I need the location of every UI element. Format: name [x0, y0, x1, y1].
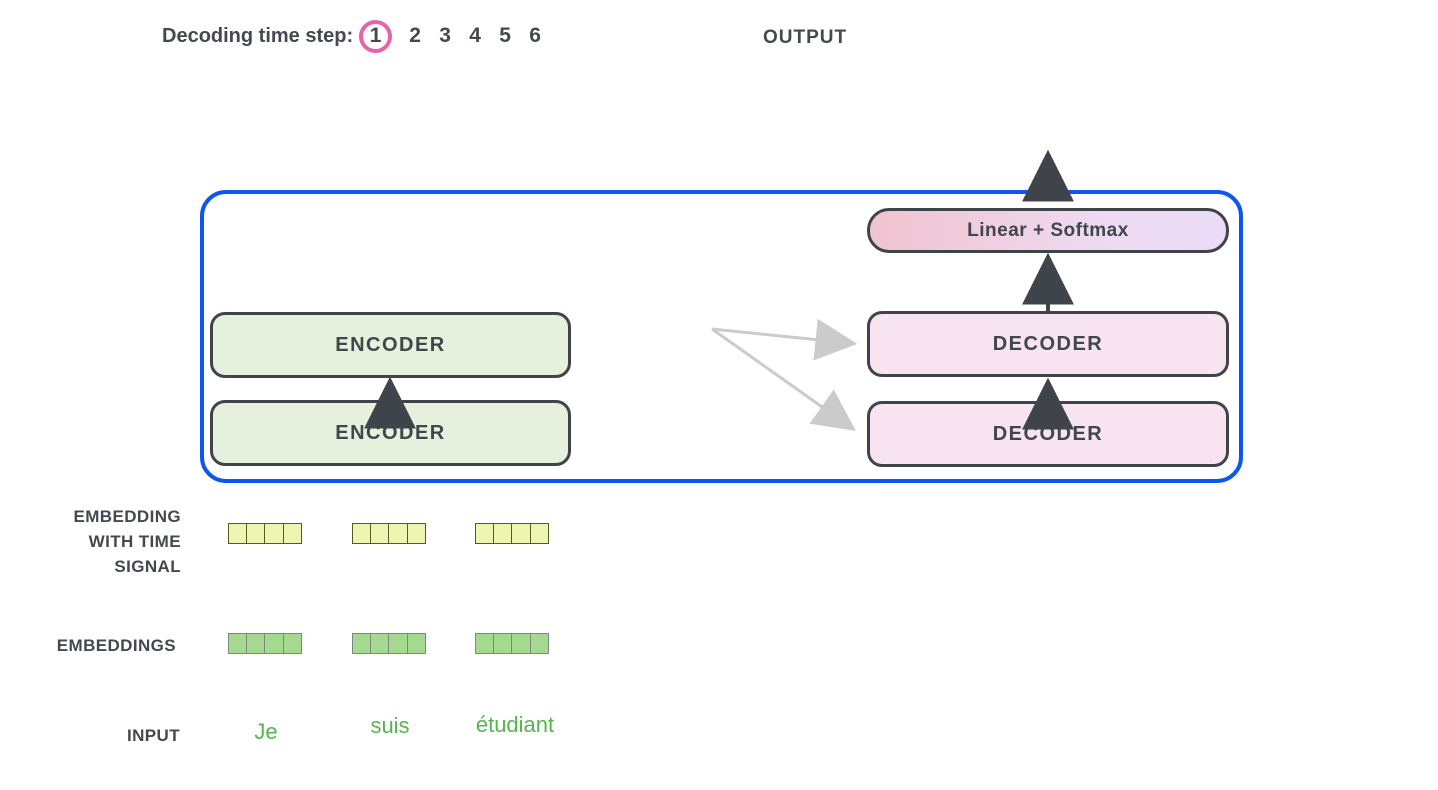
vector-cell	[264, 633, 285, 654]
step-number-3: 3	[439, 24, 451, 47]
input-word-etudiant: étudiant	[475, 712, 555, 737]
embedding-vector-1	[228, 633, 303, 654]
vector-cell	[493, 523, 513, 544]
vector-cell	[370, 633, 390, 654]
embedding-vector-3	[475, 633, 550, 654]
step-number-2: 2	[409, 24, 421, 47]
vector-cell	[388, 523, 409, 544]
vector-cell	[511, 523, 532, 544]
vector-cell	[529, 633, 550, 654]
encoder-block-bottom: ENCODER	[210, 400, 571, 466]
vector-cell	[406, 633, 427, 654]
decoding-step-indicator: Decoding time step: 1 2 3 4 5 6	[162, 16, 550, 56]
vector-cell	[282, 633, 303, 654]
encoder-block-top: ENCODER	[210, 312, 571, 378]
vector-cell	[246, 633, 266, 654]
vector-cell	[406, 523, 427, 544]
active-step-circle: 1	[359, 19, 393, 53]
embedding-vector-2	[352, 633, 427, 654]
step-number-4: 4	[469, 24, 481, 47]
decoder-block-bottom: DECODER	[867, 401, 1229, 467]
embedding-time-line-3: SIGNAL	[114, 557, 181, 576]
linear-softmax-block: Linear + Softmax	[867, 208, 1229, 253]
step-number-5: 5	[499, 24, 511, 47]
input-word-je: Je	[254, 719, 278, 744]
decoder-block-top: DECODER	[867, 311, 1229, 377]
time-signal-vector-1	[228, 523, 303, 544]
vector-cell	[282, 523, 303, 544]
vector-cell	[228, 523, 248, 544]
vector-cell	[352, 523, 372, 544]
vector-cell	[246, 523, 266, 544]
input-word-suis: suis	[370, 713, 410, 738]
time-signal-vector-2	[352, 523, 427, 544]
time-signal-vector-3	[475, 523, 550, 544]
decoding-step-label: Decoding time step:	[162, 24, 354, 47]
vector-cell	[352, 633, 372, 654]
embedding-time-line-1: EMBEDDING	[73, 507, 181, 526]
vector-cell	[228, 633, 248, 654]
step-number-1: 1	[369, 24, 382, 47]
vector-cell	[529, 523, 550, 544]
vector-cell	[370, 523, 390, 544]
vector-cell	[493, 633, 513, 654]
vector-cell	[511, 633, 532, 654]
vector-cell	[388, 633, 409, 654]
vector-cell	[475, 523, 495, 544]
vector-cell	[475, 633, 495, 654]
embedding-with-time-signal-label: EMBEDDING WITH TIME SIGNAL	[0, 504, 181, 579]
embeddings-label: EMBEDDINGS	[56, 636, 176, 655]
input-label: INPUT	[127, 726, 180, 745]
embedding-time-line-2: WITH TIME	[88, 532, 181, 551]
transformer-box-outline	[200, 190, 1243, 483]
output-label: OUTPUT	[763, 27, 848, 48]
vector-cell	[264, 523, 285, 544]
step-number-6: 6	[529, 24, 541, 47]
